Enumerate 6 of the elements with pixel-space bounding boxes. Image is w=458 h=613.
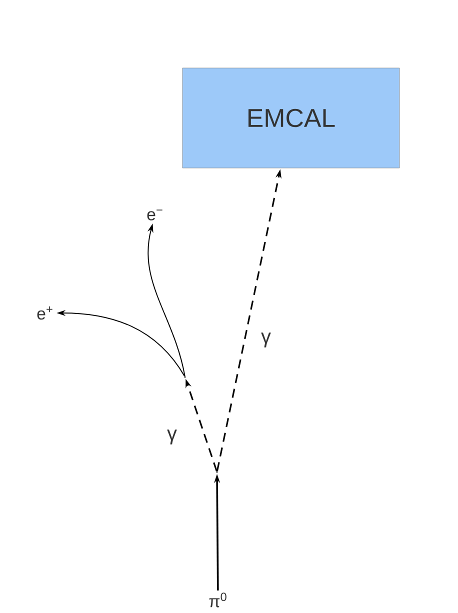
particle-label: e$^{+}$ — [37, 306, 52, 320]
edge-label: γ — [261, 332, 271, 348]
edge-label: γ — [167, 430, 177, 444]
detector-box: EMCAL — [182, 68, 400, 168]
particle-label: π$^{0}$ — [209, 592, 226, 608]
particle-label: e$^{−}$ — [147, 210, 162, 220]
